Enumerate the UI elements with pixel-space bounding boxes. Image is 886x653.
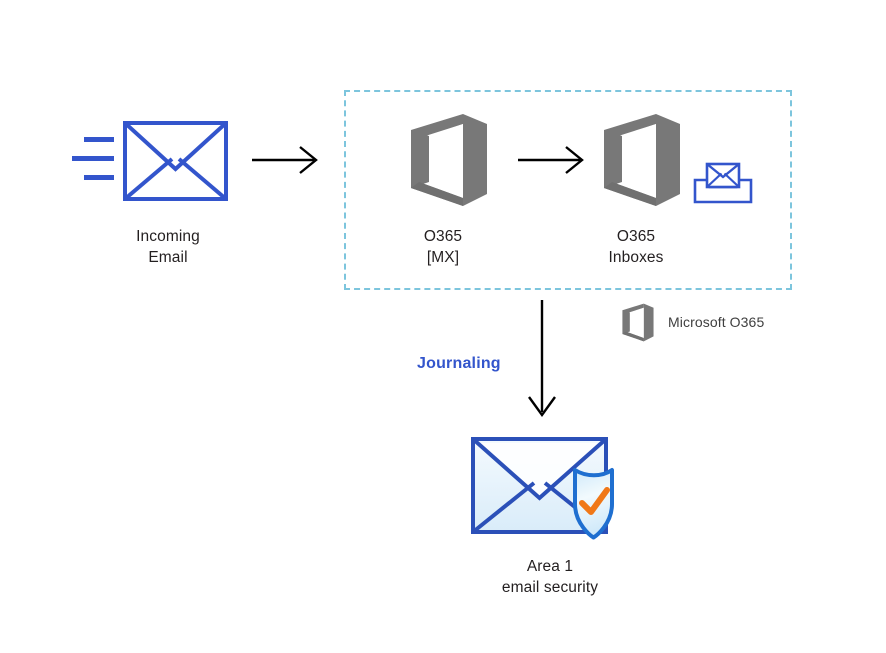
o365-inboxes-node[interactable]	[598, 110, 686, 210]
office-365-cube-icon	[622, 303, 654, 342]
envelope-with-motion-lines-icon	[72, 121, 228, 201]
o365-inboxes-label: O365 Inboxes	[608, 228, 664, 266]
office-365-cube-icon	[604, 114, 680, 206]
arrow-incoming-to-mx	[252, 145, 322, 175]
incoming-email-node[interactable]	[70, 115, 230, 210]
journaling-label: Journaling	[417, 355, 501, 372]
legend-o365-icon-wrap	[620, 302, 656, 343]
o365-mx-node[interactable]	[405, 110, 493, 210]
inbox-tray-envelope-icon	[693, 162, 753, 204]
legend-label: Microsoft O365	[668, 314, 765, 330]
o365-dashed-region	[344, 90, 792, 290]
arrow-mx-to-inboxes	[518, 145, 588, 175]
o365-mx-label: O365 [MX]	[423, 228, 463, 266]
envelope-shield-check-icon	[471, 437, 614, 540]
o365-inboxes-badge	[692, 160, 754, 205]
area1-label: Area 1 email security	[501, 558, 599, 596]
arrow-inboxes-to-area1	[525, 300, 559, 420]
area1-node[interactable]	[468, 432, 632, 547]
incoming-email-label: Incoming Email	[136, 228, 200, 266]
office-365-cube-icon	[411, 114, 487, 206]
